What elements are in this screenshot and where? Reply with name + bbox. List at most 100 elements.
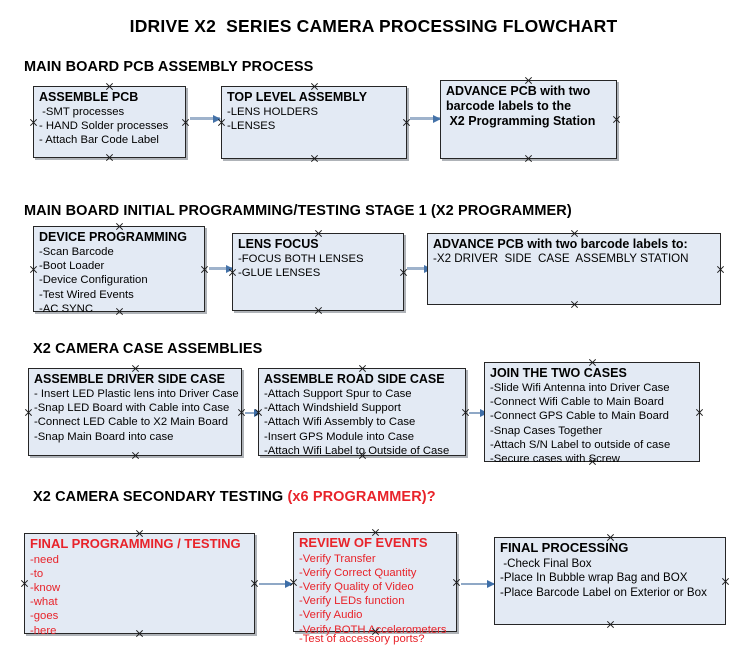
connector-arrow-4-2 xyxy=(461,580,495,588)
node-line: -X2 DRIVER SIDE CASE ASSEMBLY STATION xyxy=(433,252,689,265)
node-line: -Connect GPS Cable to Main Board xyxy=(490,410,669,423)
node-assemble-pcb[interactable]: ASSEMBLE PCB -SMT processes - HAND Solde… xyxy=(33,86,186,158)
section-heading-3: X2 CAMERA CASE ASSEMBLIES xyxy=(33,341,262,357)
section-heading-4: X2 CAMERA SECONDARY TESTING (x6 PROGRAMM… xyxy=(33,489,436,505)
section-heading-2: MAIN BOARD INITIAL PROGRAMMING/TESTING S… xyxy=(24,203,572,219)
resize-handle-bottom[interactable] xyxy=(105,153,114,162)
node-line: -Scan Barcode xyxy=(39,246,114,258)
node-line: -Insert GPS Module into Case xyxy=(264,430,415,443)
node-title: TOP LEVEL ASSEMBLY xyxy=(227,90,368,104)
connector-arrow-1-2 xyxy=(410,114,441,123)
node-title-line3: X2 Programming Station xyxy=(446,114,596,128)
node-line: -Test Wired Events xyxy=(39,288,134,301)
section-heading-3-text: X2 CAMERA CASE ASSEMBLIES xyxy=(33,341,263,357)
connector-arrow-4-1 xyxy=(259,580,293,588)
node-title: LENS FOCUS xyxy=(238,237,319,251)
node-line-overflow: -Test of accessory ports? xyxy=(299,632,425,645)
node-line: -Attach Windshield Support xyxy=(264,402,401,415)
node-title-line2: barcode labels to the xyxy=(446,99,572,113)
node-line: -Verify BOTH Accelerometers xyxy=(299,623,447,636)
node-line: -need xyxy=(30,553,59,566)
resize-handle-right[interactable] xyxy=(452,578,461,587)
resize-handle-right[interactable] xyxy=(181,118,190,127)
node-title: REVIEW OF EVENTS xyxy=(299,535,428,550)
connector-arrow-1-1 xyxy=(190,114,221,123)
resize-handle-left[interactable] xyxy=(29,265,38,274)
resize-handle-right[interactable] xyxy=(695,408,704,417)
node-line: -to xyxy=(30,567,44,580)
node-line: -goes xyxy=(30,610,59,623)
node-line: -Secure cases with Screw xyxy=(490,453,620,466)
node-line: -Connect Wifi Cable to Main Board xyxy=(490,396,664,409)
node-line: -Snap Main Board into case xyxy=(34,430,174,443)
resize-handle-right[interactable] xyxy=(250,579,259,588)
node-line: -Verify Transfer xyxy=(299,552,376,565)
node-title: ADVANCE PCB with two xyxy=(446,84,591,98)
section-heading-2-text: MAIN BOARD INITIAL PROGRAMMING/TESTING S… xyxy=(24,203,572,219)
resize-handle-bottom[interactable] xyxy=(570,300,579,309)
node-line: -Place In Bubble wrap Bag and BOX xyxy=(500,571,688,585)
node-title: ASSEMBLE DRIVER SIDE CASE xyxy=(34,372,226,386)
node-lens-focus[interactable]: LENS FOCUS -FOCUS BOTH LENSES -GLUE LENS… xyxy=(232,233,404,311)
section-heading-4-accent: (x6 PROGRAMMER)? xyxy=(287,489,436,505)
node-final-processing[interactable]: FINAL PROCESSING -Check Final Box -Place… xyxy=(494,537,726,625)
node-line: -SMT processes xyxy=(39,106,125,118)
node-advance-pcb-driver-side-station[interactable]: ADVANCE PCB with two barcode labels to: … xyxy=(427,233,721,305)
node-line: -Device Configuration xyxy=(39,274,148,287)
node-review-of-events[interactable]: REVIEW OF EVENTS -Verify Transfer -Verif… xyxy=(293,532,457,645)
resize-handle-right[interactable] xyxy=(200,265,209,274)
node-line: -Verify LEDs function xyxy=(299,595,405,608)
node-line: -AC SYNC xyxy=(39,302,93,315)
node-line: -here xyxy=(30,624,57,637)
node-line: -Check Final Box xyxy=(500,556,592,570)
node-line: -Attach Wifi Label to Outside of Case xyxy=(264,444,450,457)
node-title: FINAL PROGRAMMING / TESTING xyxy=(30,536,241,551)
node-device-programming[interactable]: DEVICE PROGRAMMING -Scan Barcode -Boot L… xyxy=(33,226,205,315)
node-line: -GLUE LENSES xyxy=(238,267,321,280)
node-line: -LENSES xyxy=(227,120,276,133)
node-title: ASSEMBLE PCB xyxy=(39,90,139,104)
node-line: -know xyxy=(30,581,61,594)
node-final-programming-testing[interactable]: FINAL PROGRAMMING / TESTING -need -to -k… xyxy=(24,533,255,637)
page-title: IDRIVE X2 SERIES CAMERA PROCESSING FLOWC… xyxy=(129,16,618,36)
section-heading-4-text: X2 CAMERA SECONDARY TESTING xyxy=(33,489,288,505)
section-heading-1-text: MAIN BOARD PCB ASSEMBLY PROCESS xyxy=(24,59,314,75)
node-line: -Slide Wifi Antenna into Driver Case xyxy=(490,382,670,394)
node-line: -Attach Wifi Assembly to Case xyxy=(264,416,416,429)
resize-handle-bottom[interactable] xyxy=(606,620,615,629)
node-join-the-two-cases[interactable]: JOIN THE TWO CASES -Slide Wifi Antenna i… xyxy=(484,362,700,465)
resize-handle-right[interactable] xyxy=(721,577,730,586)
resize-handle-left[interactable] xyxy=(20,579,29,588)
section-heading-1: MAIN BOARD PCB ASSEMBLY PROCESS xyxy=(24,59,313,75)
node-top-level-assembly[interactable]: TOP LEVEL ASSEMBLY -LENS HOLDERS -LENSES xyxy=(221,86,407,159)
node-line: -Verify Audio xyxy=(299,609,363,622)
node-line: -Attach Support Spur to Case xyxy=(264,388,412,400)
resize-handle-left[interactable] xyxy=(24,408,33,417)
node-line: - HAND Solder processes xyxy=(39,120,169,133)
resize-handle-bottom[interactable] xyxy=(314,306,323,315)
node-line: -Connect LED Cable to X2 Main Board xyxy=(34,416,229,429)
node-title: ADVANCE PCB with two barcode labels to: xyxy=(433,237,688,251)
node-assemble-driver-side-case[interactable]: ASSEMBLE DRIVER SIDE CASE - Insert LED P… xyxy=(28,368,242,456)
resize-handle-left[interactable] xyxy=(29,118,38,127)
resize-handle-bottom[interactable] xyxy=(524,154,533,163)
node-assemble-road-side-case[interactable]: ASSEMBLE ROAD SIDE CASE -Attach Support … xyxy=(258,368,466,457)
resize-handle-right[interactable] xyxy=(612,115,621,124)
node-title: DEVICE PROGRAMMING xyxy=(39,230,187,244)
node-line: -Boot Loader xyxy=(39,260,105,273)
node-line: -Snap Cases Together xyxy=(490,424,603,437)
node-line: -Attach S/N Label to outside of case xyxy=(490,438,671,451)
node-line: -Verify Correct Quantity xyxy=(299,566,417,579)
node-line: -Snap LED Board with Cable into Case xyxy=(34,402,230,415)
resize-handle-bottom[interactable] xyxy=(131,451,140,460)
node-advance-pcb-programming-station[interactable]: ADVANCE PCB with two barcode labels to t… xyxy=(440,80,617,159)
node-title: FINAL PROCESSING xyxy=(500,540,629,555)
resize-handle-bottom[interactable] xyxy=(310,154,319,163)
node-line: -Place Barcode Label on Exterior or Box xyxy=(500,585,707,599)
node-line: -what xyxy=(30,596,58,609)
resize-handle-right[interactable] xyxy=(716,265,725,274)
node-line: -LENS HOLDERS xyxy=(227,106,319,118)
node-title: JOIN THE TWO CASES xyxy=(490,366,627,380)
node-line: - Attach Bar Code Label xyxy=(39,134,159,147)
